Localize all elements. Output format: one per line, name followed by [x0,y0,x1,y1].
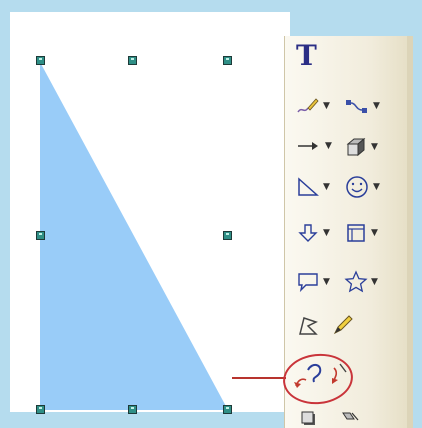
3d-style-icon [342,412,359,421]
right-triangle-shape[interactable] [40,62,228,410]
flowchart-tool[interactable]: ▼ [344,222,378,244]
selection-handle-middle-right[interactable] [223,231,232,240]
rotate-arrows-icon [294,363,347,388]
smiley-tool[interactable]: ▼ [344,174,380,200]
connector-icon [346,100,367,113]
flowchart-icon [347,224,365,242]
connector-tool[interactable]: ▼ [344,96,380,116]
right-arrow-icon [298,142,318,150]
arrow-tool[interactable]: ▼ [296,136,332,156]
highlighter-tool[interactable] [330,312,356,338]
selection-handle-bottom-right[interactable] [223,405,232,414]
selection-handle-top-center[interactable] [128,56,137,65]
dropdown-arrow-icon[interactable]: ▼ [373,181,380,192]
dropdown-arrow-icon[interactable]: ▼ [373,100,380,111]
down-arrow-icon [298,224,318,242]
selection-handle-bottom-left[interactable] [36,405,45,414]
3d-style-tool[interactable] [340,410,362,428]
cube-icon [346,137,366,157]
right-triangle-icon [298,177,319,196]
rotate-tool[interactable] [290,358,350,394]
dropdown-arrow-icon[interactable]: ▼ [371,276,378,287]
pencil-scribble-icon [297,98,319,113]
edit-points-tool[interactable] [296,314,322,338]
dropdown-arrow-icon[interactable]: ▼ [323,276,330,287]
dropdown-arrow-icon[interactable]: ▼ [325,140,332,151]
star-icon [344,270,368,293]
dropdown-arrow-icon[interactable]: ▼ [323,181,330,192]
selection-handle-top-left[interactable] [36,56,45,65]
selection-handle-top-right[interactable] [223,56,232,65]
edit-points-icon [299,317,318,335]
text-box-tool[interactable]: T [296,39,317,72]
annotation-pointer-line [232,377,286,379]
shadow-tool[interactable] [300,410,322,428]
right-triangle-tool[interactable]: ▼ [296,176,330,198]
3d-box-tool[interactable]: ▼ [344,136,378,158]
smiley-face-icon [346,176,368,198]
star-tool[interactable]: ▼ [344,270,378,294]
block-arrow-tool[interactable]: ▼ [296,222,330,244]
selection-handle-bottom-center[interactable] [128,405,137,414]
shadow-box-icon [301,411,315,425]
triangle-shape-svg[interactable] [10,12,290,412]
freeform-draw-tool[interactable]: ▼ [296,96,330,116]
dropdown-arrow-icon[interactable]: ▼ [371,141,378,152]
dropdown-arrow-icon[interactable]: ▼ [323,100,330,111]
dropdown-arrow-icon[interactable]: ▼ [323,227,330,238]
selection-handle-middle-left[interactable] [36,231,45,240]
dropdown-arrow-icon[interactable]: ▼ [371,227,378,238]
drawing-canvas[interactable] [10,12,290,412]
speech-bubble-icon [298,273,318,293]
toolbar-edge [407,36,413,428]
callout-tool[interactable]: ▼ [296,270,330,294]
highlighter-icon [333,315,353,335]
